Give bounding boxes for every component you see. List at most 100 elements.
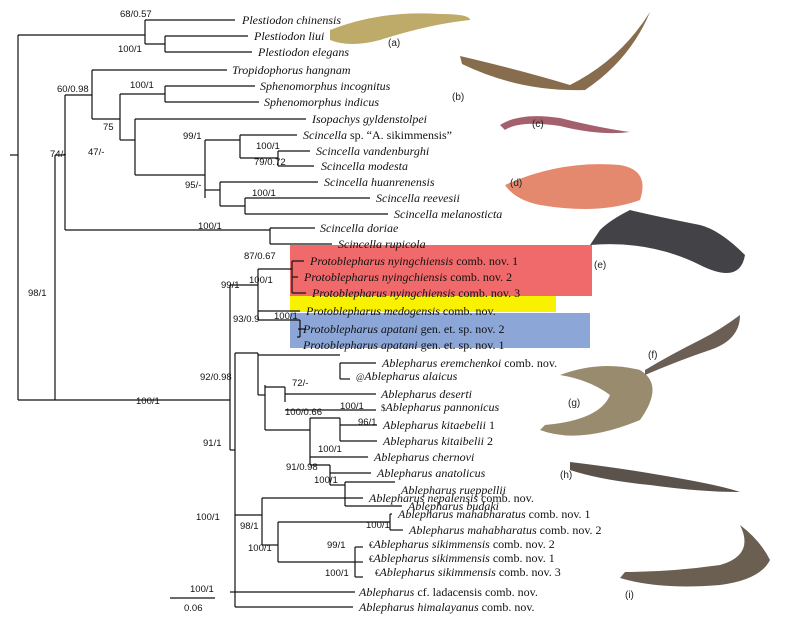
support-value: 100/1 bbox=[252, 188, 276, 199]
taxon-label: $Ablepharus pannonicus bbox=[381, 400, 499, 414]
support-value: 91/0.98 bbox=[286, 462, 318, 473]
lizard-photo bbox=[500, 116, 630, 134]
tree-branches bbox=[10, 19, 403, 608]
taxon-label: Ablepharus mahabharatus comb. nov. 2 bbox=[408, 523, 602, 537]
lizard-photo bbox=[330, 13, 470, 44]
support-value: 100/1 bbox=[190, 584, 214, 595]
scale-bar-label: 0.06 bbox=[184, 603, 203, 614]
support-value: 100/1 bbox=[118, 44, 142, 55]
support-value: 74/- bbox=[50, 149, 66, 160]
support-value: 93/0.9 bbox=[233, 314, 259, 325]
figure-panel-label: (c) bbox=[532, 119, 544, 130]
support-value: 99/1 bbox=[221, 280, 240, 291]
support-value: 47/- bbox=[88, 147, 104, 158]
figure-panel-label: (i) bbox=[625, 590, 634, 601]
taxon-label: Scincella huanrenensis bbox=[324, 175, 435, 189]
figure-panel-label: (d) bbox=[510, 178, 522, 189]
taxon-label: Protoblepharus apatani gen. et. sp. nov.… bbox=[302, 322, 504, 336]
taxon-label: Scincella melanosticta bbox=[394, 207, 502, 221]
taxon-label: Ablepharus anatolicus bbox=[376, 466, 486, 480]
taxon-label: Sphenomorphus indicus bbox=[264, 95, 379, 109]
taxon-label: Ablepharus mahabharatus comb. nov. 1 bbox=[397, 507, 591, 521]
highlight-blue-apatani bbox=[290, 313, 590, 348]
lizard-photo bbox=[570, 462, 740, 492]
support-value: 100/1 bbox=[130, 80, 154, 91]
taxon-label: Ablepharus himalayanus comb. nov. bbox=[358, 600, 535, 614]
support-value: 79/0.72 bbox=[254, 157, 286, 168]
taxon-label: Protoblepharus nyingchiensis comb. nov. … bbox=[311, 286, 520, 300]
taxon-label: Ablepharus eremchenkoi comb. nov. bbox=[381, 356, 557, 370]
taxon-label: Ablepharus rueppellii bbox=[400, 483, 506, 497]
lizard-photo bbox=[590, 210, 745, 273]
support-value: 100/0.66 bbox=[285, 407, 322, 418]
support-value: 98/1 bbox=[240, 521, 259, 532]
support-value: 100/1 bbox=[325, 568, 349, 579]
taxon-label: Plestiodon chinensis bbox=[241, 13, 341, 27]
taxon-label: Plestiodon liui bbox=[253, 29, 324, 43]
taxon-label: Sphenomorphus incognitus bbox=[260, 79, 391, 93]
taxon-label: Ablepharus nepalensis comb. nov. bbox=[368, 491, 534, 505]
support-value: 87/0.67 bbox=[244, 251, 276, 262]
support-value: 100/1 bbox=[340, 401, 364, 412]
support-value: 60/0.98 bbox=[57, 84, 89, 95]
support-value: 100/1 bbox=[318, 444, 342, 455]
taxon-label: Protoblepharus nyingchiensis comb. nov. … bbox=[309, 254, 518, 268]
figure-panel-label: (b) bbox=[452, 92, 464, 103]
lizard-photo bbox=[620, 525, 770, 587]
taxon-label: Protoblepharus medogensis comb. nov. bbox=[305, 304, 496, 318]
support-value: 100/1 bbox=[314, 475, 338, 486]
figure-panel-label: (e) bbox=[594, 260, 606, 271]
support-value: 100/1 bbox=[274, 311, 298, 322]
support-values: 68/0.57 100/1 60/0.98 100/1 75 47/- 99/1 100/1 7… bbox=[28, 9, 390, 595]
support-value: 100/1 bbox=[198, 221, 222, 232]
figure-panel-label: (h) bbox=[560, 470, 572, 481]
taxon-label: Scincella reevesii bbox=[376, 191, 460, 205]
figure-panel-label: (g) bbox=[568, 398, 580, 409]
taxon-label: Scincella rupicola bbox=[338, 237, 426, 251]
figure-panel-label: (a) bbox=[388, 38, 400, 49]
taxon-label: Plestiodon elegans bbox=[257, 45, 349, 59]
taxon-label: Scincella modesta bbox=[321, 159, 408, 173]
taxon-label: Scincella vandenburghi bbox=[316, 144, 429, 158]
highlight-red-nyingchiensis bbox=[290, 245, 592, 296]
taxon-label: Protoblepharus nyingchiensis comb. nov. … bbox=[303, 270, 512, 284]
taxon-label: Scincella sp. “A. sikimmensis” bbox=[303, 128, 452, 142]
lizard-photo bbox=[645, 315, 740, 375]
taxon-label: Ablepharus deserti bbox=[380, 387, 472, 401]
support-value: 95/- bbox=[185, 180, 201, 191]
taxon-label: Scincella doriae bbox=[320, 221, 399, 235]
support-value: 72/- bbox=[292, 378, 308, 389]
support-value: 68/0.57 bbox=[120, 9, 152, 20]
support-value: 100/1 bbox=[256, 141, 280, 152]
lizard-photo bbox=[540, 366, 653, 436]
support-value: 98/1 bbox=[28, 288, 47, 299]
taxon-label: Ablepharus kitaebelii 1 bbox=[382, 418, 495, 432]
taxon-label: Isopachys gyldenstolpei bbox=[311, 112, 427, 126]
support-value: 75 bbox=[103, 122, 114, 133]
support-value: 99/1 bbox=[327, 540, 346, 551]
highlight-yellow-medogensis bbox=[290, 296, 556, 312]
support-value: 100/1 bbox=[248, 543, 272, 554]
taxon-label: Ablepharus kitaibelii 2 bbox=[382, 434, 493, 448]
support-value: 100/1 bbox=[249, 275, 273, 286]
lizard-photo bbox=[460, 12, 650, 91]
taxon-label: €Ablepharus sikimmensis comb. nov. 3 bbox=[375, 565, 561, 579]
scale-bar: 0.06 bbox=[170, 597, 215, 614]
taxon-label: @Ablepharus alaicus bbox=[356, 369, 458, 383]
figure-panel-label: (f) bbox=[648, 350, 657, 361]
taxon-label: Ablepharus budaki bbox=[407, 499, 499, 513]
support-value: 100/1 bbox=[196, 512, 220, 523]
support-value: 91/1 bbox=[203, 438, 222, 449]
support-value: 96/1 bbox=[358, 417, 377, 428]
support-value: 99/1 bbox=[183, 131, 202, 142]
support-value: 100/1 bbox=[366, 520, 390, 531]
taxon-label: €Ablepharus sikimmensis comb. nov. 1 bbox=[369, 551, 555, 565]
taxon-label: €Ablepharus sikimmensis comb. nov. 2 bbox=[369, 537, 555, 551]
lizard-photos: (a) (b) (c) (d) (e) (f) (g) (h) (i) bbox=[330, 12, 770, 601]
lizard-photo bbox=[505, 164, 643, 209]
highlight-boxes bbox=[290, 245, 592, 348]
taxon-label: Ablepharus cf. ladacensis comb. nov. bbox=[358, 585, 538, 599]
